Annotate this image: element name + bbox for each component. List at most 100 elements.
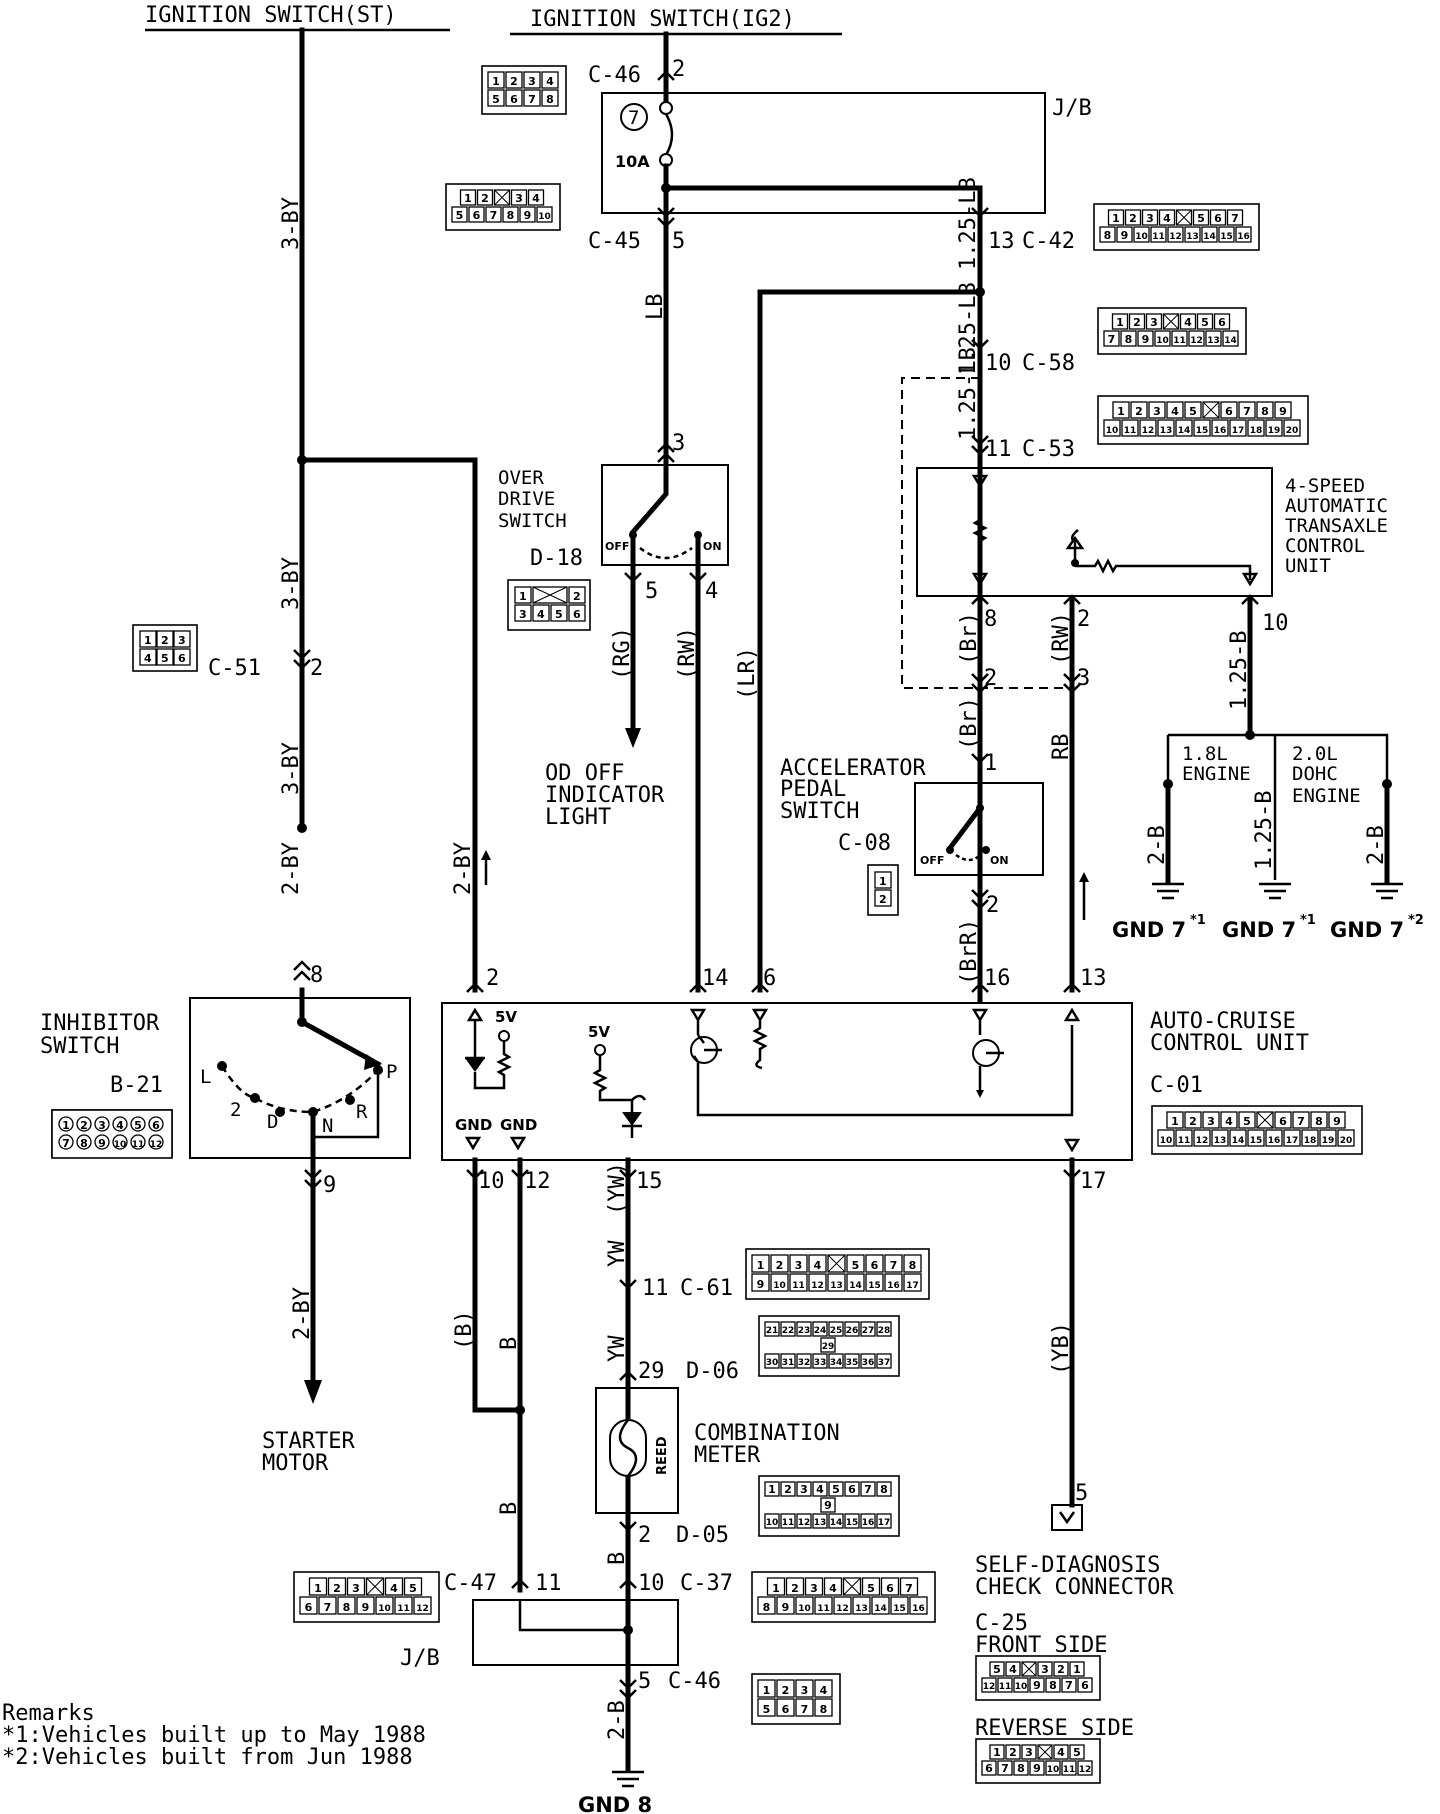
connector-pin-label: 16 (1268, 1136, 1281, 1146)
connector-c42-label: C-42 (1022, 229, 1075, 254)
od-off-light-label: OD OFF (545, 761, 624, 786)
connector-d18-label: D-18 (530, 546, 583, 571)
svg-text:N: N (322, 1115, 333, 1137)
connector-pin-label: 18 (1250, 426, 1263, 436)
connector-c46-top-label: C-46 (588, 63, 641, 88)
connector-pin-label: 4 (1171, 405, 1179, 418)
svg-text:8: 8 (310, 963, 323, 988)
connector-pin-label: 15 (1196, 426, 1209, 436)
connector-pin-label: 1 (314, 1582, 322, 1595)
connector-pin-label: 9 (1279, 405, 1287, 418)
connector-pin-label: 13 (1207, 336, 1220, 346)
connector-pin-label: 6 (1218, 316, 1226, 329)
connector-pin-label: 11 (792, 1281, 805, 1291)
starter-motor-label: STARTER (262, 1429, 355, 1454)
svg-text:(RW): (RW) (1049, 612, 1074, 665)
svg-text:3: 3 (519, 608, 527, 621)
connector-pin-label: 2 (1009, 1746, 1017, 1759)
accelerator-switch-label: ACCELERATOR (780, 756, 926, 781)
connector-pin-label: 31 (782, 1358, 795, 1368)
connector-pin-label: 9 (757, 1278, 765, 1291)
svg-text:B: B (497, 1502, 522, 1515)
svg-text:R: R (356, 1101, 368, 1123)
connector-pin-label: 22 (782, 1326, 795, 1336)
svg-text:(Br): (Br) (957, 697, 982, 750)
overdrive-switch-box (601, 464, 729, 566)
svg-text:*1: *1 (1190, 913, 1206, 928)
connector-pin-label: 8 (763, 1601, 771, 1614)
svg-text:6: 6 (573, 608, 581, 621)
svg-text:1.25-LB: 1.25-LB (956, 177, 981, 270)
connector-pin-label: 6 (1225, 405, 1233, 418)
svg-text:5: 5 (672, 229, 685, 254)
svg-text:11: 11 (985, 437, 1012, 462)
connector-pin-label: 10 (798, 1604, 811, 1614)
connector-pin-label: 3 (1150, 316, 1158, 329)
connector-pin-label: 9 (1033, 1762, 1041, 1775)
connector-pin-label: 10 (773, 1281, 786, 1291)
remarks-title: Remarks (2, 1701, 95, 1726)
svg-text:15: 15 (636, 1169, 663, 1194)
svg-text:2: 2 (986, 893, 999, 918)
connector-pin-label: 4 (814, 1259, 822, 1272)
connector-pin-label: 10 (1047, 1765, 1060, 1775)
svg-text:2: 2 (161, 634, 169, 647)
svg-text:YW: YW (605, 1335, 630, 1362)
connector-pin-label: 13 (1160, 426, 1173, 436)
svg-text:CHECK CONNECTOR: CHECK CONNECTOR (975, 1575, 1174, 1600)
connector-pin-label: 20 (1340, 1136, 1353, 1146)
connector-pin-label: 5 (492, 93, 500, 106)
connector-pin-label: 25 (830, 1326, 843, 1336)
svg-text:5V: 5V (495, 1008, 517, 1026)
connector-pin-label: 11 (132, 1140, 145, 1150)
svg-text:3-BY: 3-BY (279, 742, 304, 795)
connector-pin-label: 12 (836, 1604, 849, 1614)
svg-text:(YB): (YB) (1049, 1322, 1074, 1375)
connector-pin-label: 10 (766, 1518, 779, 1528)
connector-pin-label: 12 (1142, 426, 1155, 436)
svg-text:ENGINE: ENGINE (1292, 785, 1361, 807)
connector-pin-label: 7 (801, 1703, 809, 1716)
connector-pin-label: 15 (1220, 232, 1233, 242)
connector-pin-label: 1 (1112, 212, 1120, 225)
connector-face-c08: 1 2 (867, 864, 899, 916)
connector-pin-label: 3 (801, 1684, 809, 1697)
connector-pin-label: 6 (1279, 1115, 1287, 1128)
jb-bottom-label: J/B (400, 1646, 440, 1671)
svg-text:17: 17 (1080, 1169, 1107, 1194)
svg-text:D: D (267, 1111, 278, 1133)
connector-pin-label: 4 (1184, 316, 1192, 329)
connector-pin-label: 5 (832, 1483, 840, 1496)
svg-text:1: 1 (984, 751, 997, 776)
connector-pin-label: 10 (378, 1604, 391, 1614)
svg-text:(RG): (RG) (610, 627, 635, 680)
connector-pin-label: 8 (1261, 405, 1269, 418)
connector-pin-label: 9 (98, 1137, 106, 1150)
svg-text:9: 9 (323, 1173, 336, 1198)
svg-text:2: 2 (486, 966, 499, 991)
svg-text:GND: GND (455, 1116, 492, 1134)
connector-pin-label: 10 (1135, 232, 1148, 242)
connector-c61-label: C-61 (680, 1276, 733, 1301)
connector-pin-label: 16 (1214, 426, 1227, 436)
svg-text:(YW): (YW) (605, 1162, 630, 1215)
gnd8-label: GND 8 (578, 1793, 652, 1814)
connector-pin-label: 5 (1197, 212, 1205, 225)
connector-pin-label: 2 (791, 1582, 799, 1595)
wire-lr (757, 289, 983, 993)
connector-pin-label: 10 (1106, 426, 1119, 436)
connector-pin-label: 29 (822, 1342, 835, 1352)
connector-c46-bottom-label: C-46 (668, 1669, 721, 1694)
connector-pin-label: 18 (1304, 1136, 1317, 1146)
connector-pin-label: 3 (1041, 1663, 1049, 1676)
svg-text:5: 5 (1075, 1481, 1088, 1506)
connector-pin-label: 34 (830, 1358, 843, 1368)
svg-text:1.25-LB: 1.25-LB (956, 282, 981, 375)
connector-pin-label: 4 (1057, 1746, 1065, 1759)
overdrive-switch-label: OVER (498, 467, 544, 489)
